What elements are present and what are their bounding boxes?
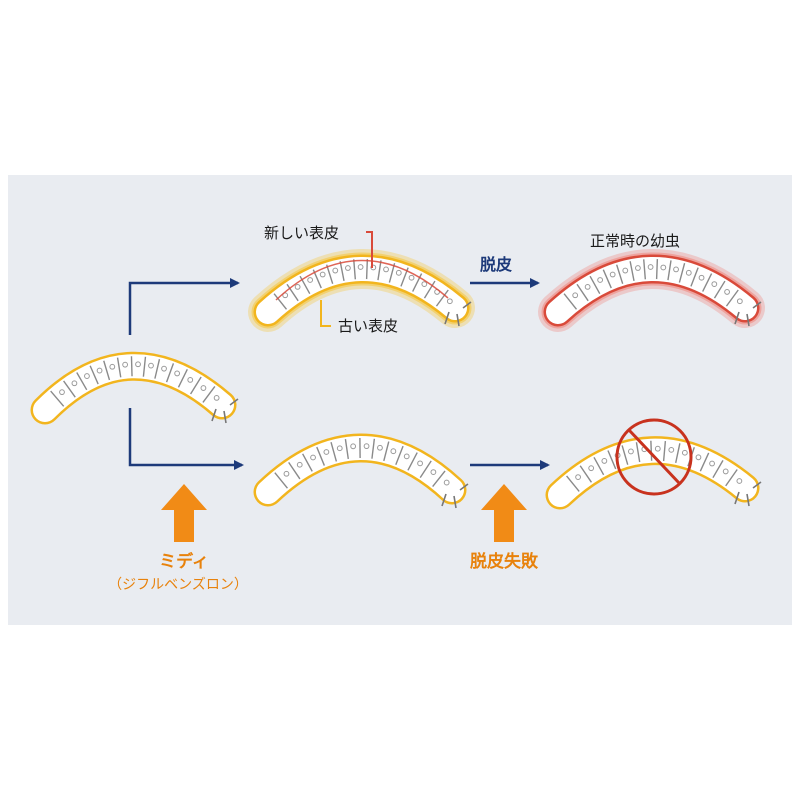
prohibit-icon xyxy=(615,418,693,496)
new-cuticle-label: 新しい表皮 xyxy=(264,224,339,242)
product-ingredient-label: （ジフルベンズロン） xyxy=(108,577,248,593)
larva-icon xyxy=(30,351,239,425)
larva-icon xyxy=(545,436,762,510)
up-arrow-icon xyxy=(481,484,527,542)
branch-arrow-up xyxy=(128,278,240,335)
normal-larva-label: 正常時の幼虫 xyxy=(590,232,680,250)
diagram-panel xyxy=(8,175,792,625)
old-cuticle-callout-line xyxy=(320,300,331,327)
larva-icon xyxy=(538,249,765,332)
molting-failure-label: 脱皮失敗 xyxy=(470,551,539,572)
larva-icon xyxy=(248,249,475,332)
larva-icon xyxy=(253,433,469,509)
branch-arrow-down xyxy=(128,408,244,470)
product-name-label: ミディ xyxy=(159,551,209,572)
new-cuticle-callout-line xyxy=(366,231,373,268)
up-arrow-icon xyxy=(161,484,207,542)
molting-label: 脱皮 xyxy=(480,255,512,274)
old-cuticle-label: 古い表皮 xyxy=(338,317,398,335)
